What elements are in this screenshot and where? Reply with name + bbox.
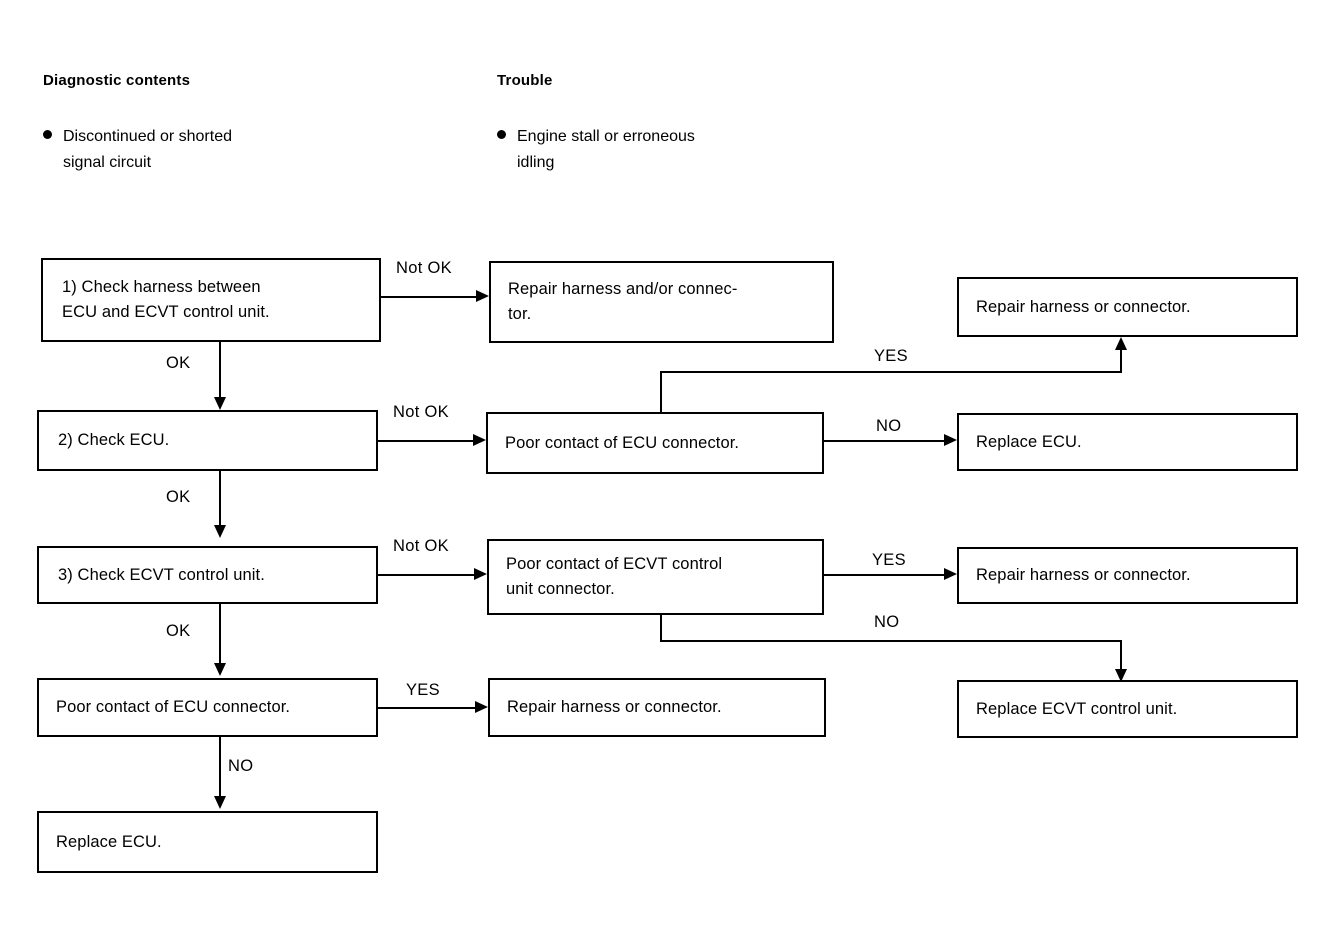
- node-poor-contact-ecvt-connector: Poor contact of ECVT control unit connec…: [487, 539, 824, 615]
- node-repair-harness-or-connector-top-right: Repair harness or connector.: [957, 277, 1298, 337]
- edge-poor-ecu-to-replace-ecu: [824, 440, 944, 442]
- edge-label-not-ok-2: Not OK: [393, 403, 449, 421]
- node-replace-ecu-bottom: Replace ECU.: [37, 811, 378, 873]
- node-step2-check-ecu: 2) Check ECU.: [37, 410, 378, 471]
- node-replace-ecu-right: Replace ECU.: [957, 413, 1298, 471]
- node-step1-check-harness: 1) Check harness between ECU and ECVT co…: [41, 258, 381, 342]
- diagnostic-contents-heading: Diagnostic contents: [43, 72, 191, 89]
- arrow-down-icon: [214, 525, 226, 538]
- edge-poor-ecvt-to-repair: [824, 574, 944, 576]
- arrow-down-icon: [1115, 669, 1127, 682]
- edge-label-not-ok-1: Not OK: [396, 259, 452, 277]
- diagnostic-bullet-item: Discontinued or shorted signal circuit: [43, 124, 373, 176]
- arrow-down-icon: [214, 796, 226, 809]
- edge-poor-ecu-bottom-to-repair: [378, 707, 475, 709]
- arrow-right-icon: [474, 568, 487, 580]
- edge-poor-ecu-bottom-to-replace-ecu: [219, 737, 221, 796]
- arrow-right-icon: [476, 290, 489, 302]
- bullet-dot-icon: [43, 130, 52, 139]
- edge-step2-to-step3: [219, 471, 221, 525]
- edge-label-no-row2: NO: [876, 417, 902, 435]
- diagnostic-bullet-text: Discontinued or shorted signal circuit: [63, 128, 232, 171]
- edge-label-ok-3: OK: [166, 622, 191, 640]
- trouble-heading: Trouble: [497, 72, 553, 89]
- node-repair-harness-or-connector-row3: Repair harness or connector.: [957, 547, 1298, 604]
- arrow-right-icon: [944, 568, 957, 580]
- edge-step1-to-repair1: [381, 296, 476, 298]
- edge-label-yes-bottom: YES: [406, 681, 440, 699]
- edge-label-ok-1: OK: [166, 354, 191, 372]
- edge-label-ok-2: OK: [166, 488, 191, 506]
- node-replace-ecvt-control-unit: Replace ECVT control unit.: [957, 680, 1298, 738]
- edge-label-no-row3: NO: [874, 613, 900, 631]
- edge-no-row3-drop: [660, 615, 662, 642]
- node-step3-check-ecvt-control-unit: 3) Check ECVT control unit.: [37, 546, 378, 604]
- edge-step1-to-step2: [219, 342, 221, 397]
- node-poor-contact-ecu-connector: Poor contact of ECU connector.: [486, 412, 824, 474]
- edge-step3-to-poor-ecu-bottom: [219, 604, 221, 663]
- arrow-right-icon: [475, 701, 488, 713]
- node-repair-harness-or-connector-bottom: Repair harness or connector.: [488, 678, 826, 737]
- edge-label-yes-top: YES: [874, 347, 908, 365]
- node-repair-harness-andor-connector: Repair harness and/or connec- tor.: [489, 261, 834, 343]
- edge-yes-top-horizontal: [660, 371, 1122, 373]
- edge-no-row3-horizontal: [660, 640, 1122, 642]
- trouble-bullet-text: Engine stall or erroneous idling: [517, 128, 695, 171]
- edge-yes-top-riser: [660, 371, 662, 413]
- arrow-down-icon: [214, 663, 226, 676]
- edge-label-no-bottom: NO: [228, 757, 254, 775]
- bullet-dot-icon: [497, 130, 506, 139]
- edge-step3-to-poor-ecvt: [378, 574, 474, 576]
- arrow-up-icon: [1115, 337, 1127, 350]
- edge-label-yes-row3: YES: [872, 551, 906, 569]
- edge-yes-top-drop: [1120, 350, 1122, 372]
- edge-step2-to-poor-ecu: [378, 440, 473, 442]
- arrow-right-icon: [944, 434, 957, 446]
- arrow-right-icon: [473, 434, 486, 446]
- edge-no-row3-final-drop: [1120, 640, 1122, 669]
- node-poor-contact-ecu-connector-bottom: Poor contact of ECU connector.: [37, 678, 378, 737]
- edge-label-not-ok-3: Not OK: [393, 537, 449, 555]
- arrow-down-icon: [214, 397, 226, 410]
- trouble-bullet-item: Engine stall or erroneous idling: [497, 124, 827, 176]
